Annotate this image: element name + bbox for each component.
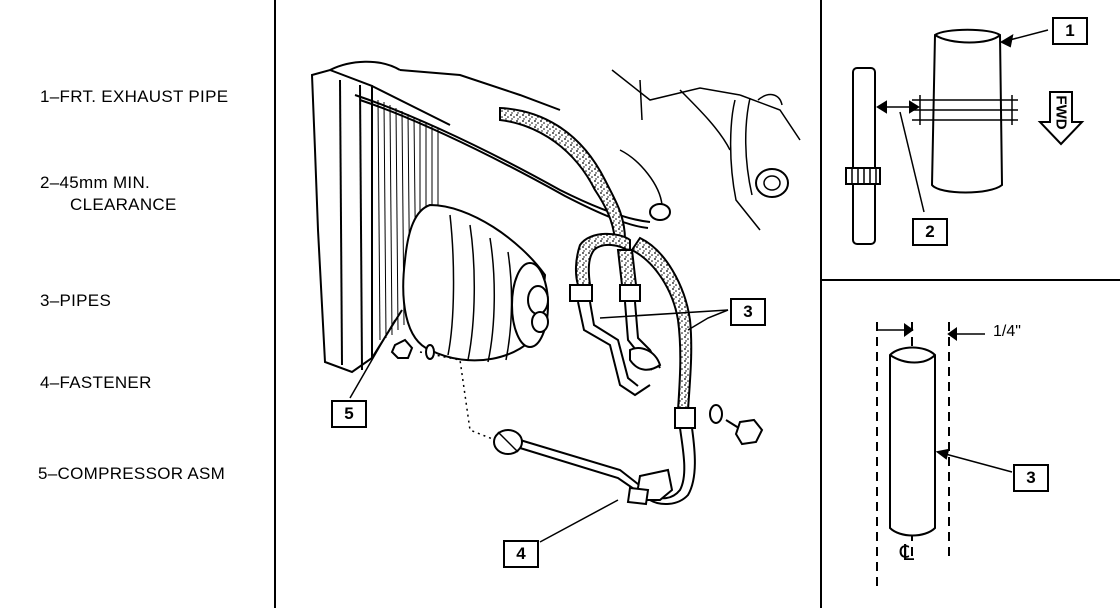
legend-item-1: 1–FRT. EXHAUST PIPE [40, 87, 229, 106]
bolt [709, 404, 764, 446]
clearance-detail [845, 28, 1049, 245]
callout-3-main: 3 [730, 298, 766, 326]
callout-2: 2 [912, 218, 948, 246]
fastener-bracket [626, 468, 674, 506]
callout-3-detail: 3 [1013, 464, 1049, 492]
legend-item-2-line1: 2–45mm MIN. [40, 173, 151, 192]
legend-item-3: 3–PIPES [40, 291, 112, 310]
legend-item-2-line2: CLEARANCE [70, 195, 177, 214]
fwd-arrow-icon [1037, 91, 1085, 146]
divider-right [820, 0, 822, 608]
quarter-inch-label: 1/4" [993, 323, 1021, 340]
centerline-icon: ℄ [900, 540, 915, 565]
offset-detail [876, 322, 1013, 590]
legend-item-4: 4–FASTENER [40, 373, 152, 392]
legend-item-2: 2–45mm MIN. CLEARANCE [40, 172, 177, 216]
callout-4: 4 [503, 540, 539, 568]
leader-lines [349, 309, 729, 543]
hoses [499, 106, 693, 411]
pipes [390, 284, 696, 505]
callout-1: 1 [1052, 17, 1088, 45]
engine-outline [611, 69, 801, 231]
callout-5: 5 [331, 400, 367, 428]
divider-horizontal [820, 279, 1120, 281]
divider-left [274, 0, 276, 608]
compressor [402, 203, 549, 363]
legend-item-5: 5–COMPRESSOR ASM [38, 464, 226, 483]
fwd-label: FWD [1052, 95, 1070, 130]
